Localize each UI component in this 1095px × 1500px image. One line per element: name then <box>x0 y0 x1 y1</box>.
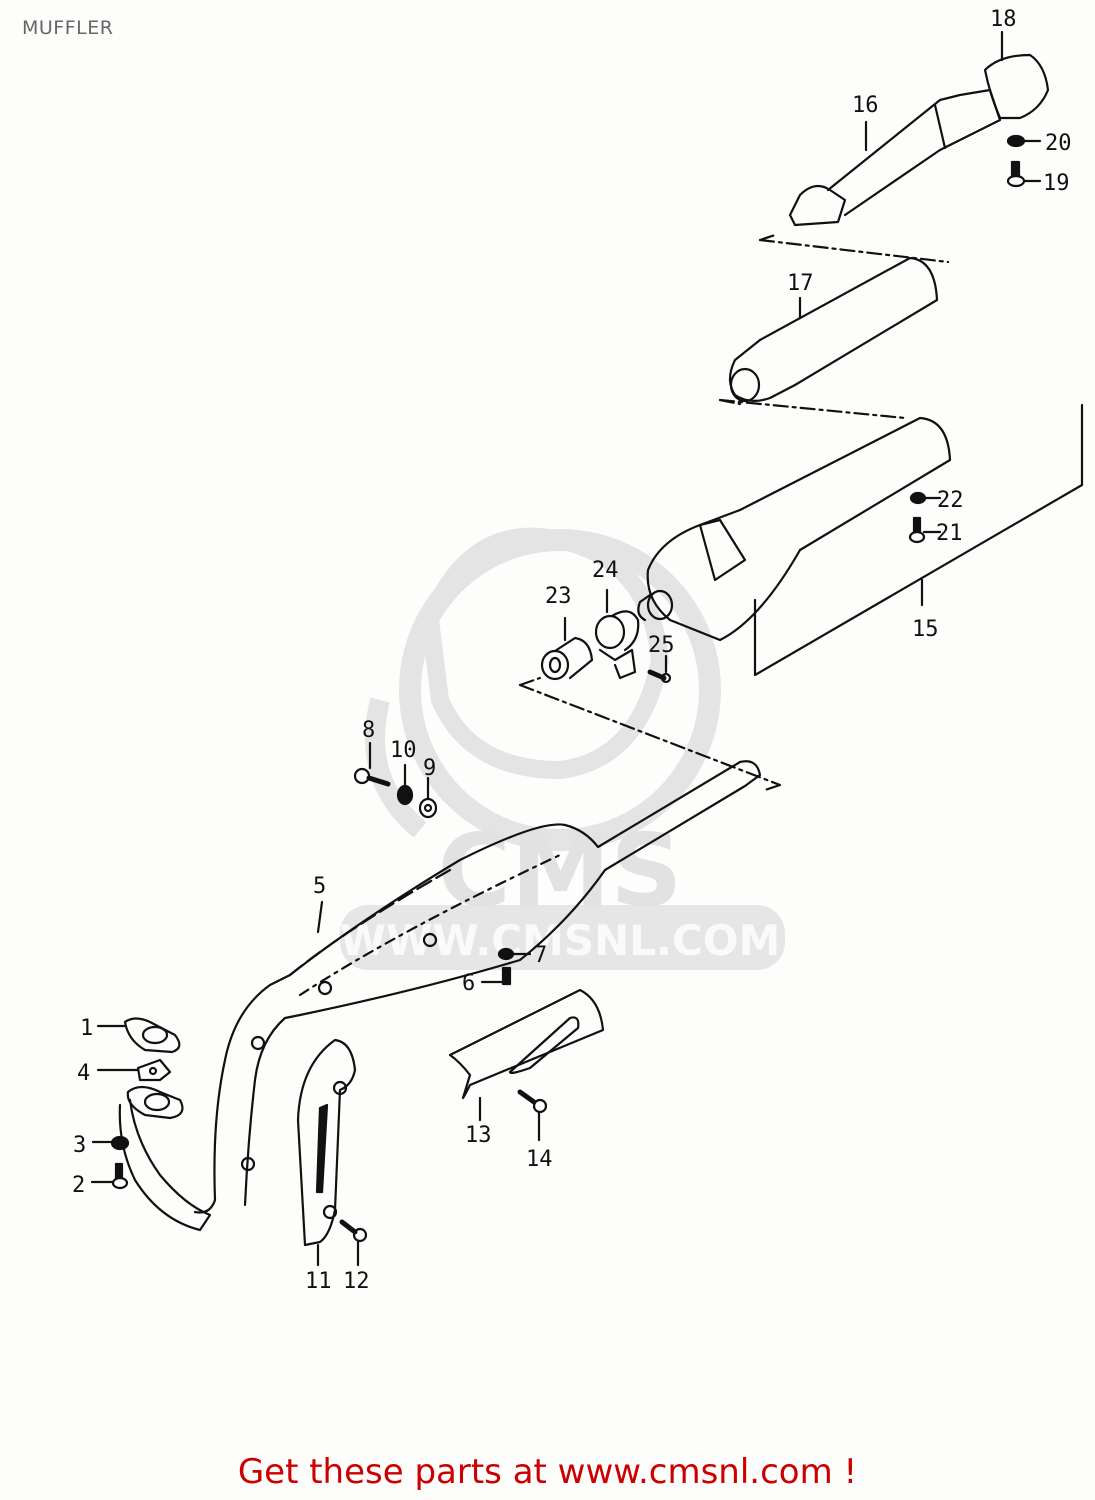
part-17-silencer[interactable] <box>728 256 939 403</box>
part-20-washer[interactable] <box>1006 134 1026 148</box>
part-6-bolt[interactable] <box>480 966 512 986</box>
part-15-bracket-line <box>753 403 1084 677</box>
page-title: MUFFLER <box>22 17 114 39</box>
callout-18[interactable]: 18 <box>990 7 1017 32</box>
callout-16[interactable]: 16 <box>852 93 879 118</box>
part-16-pipe[interactable] <box>788 88 1002 227</box>
cmsnl-link[interactable]: Get these parts at www.cmsnl.com ! <box>237 1452 858 1492</box>
part-3-nut[interactable] <box>91 1135 130 1151</box>
part-7-washer[interactable] <box>497 947 515 961</box>
part-15-muffler[interactable] <box>637 416 952 642</box>
callout-17[interactable]: 17 <box>787 271 814 296</box>
part-25-bolt[interactable] <box>647 654 672 684</box>
part-18-end-cap[interactable] <box>983 53 1050 120</box>
part-22-washer[interactable] <box>909 491 927 505</box>
watermark-url-bg <box>340 905 785 970</box>
callout-5[interactable]: 5 <box>313 874 326 899</box>
callout-8[interactable]: 8 <box>362 718 375 743</box>
callout-24[interactable]: 24 <box>592 558 619 583</box>
callout-labels: 18 16 20 19 17 22 21 15 24 23 25 8 10 9 … <box>72 7 1072 1294</box>
callout-23[interactable]: 23 <box>545 584 572 609</box>
part-19-screw[interactable] <box>1006 160 1042 188</box>
callout-13[interactable]: 13 <box>465 1123 492 1148</box>
callout-20[interactable]: 20 <box>1045 131 1072 156</box>
callout-6[interactable]: 6 <box>462 971 475 996</box>
callout-15[interactable]: 15 <box>912 617 939 642</box>
callout-7[interactable]: 7 <box>534 943 547 968</box>
part-23-joint[interactable] <box>540 616 594 681</box>
callout-19[interactable]: 19 <box>1043 171 1070 196</box>
callout-4[interactable]: 4 <box>77 1061 90 1086</box>
callout-11[interactable]: 11 <box>305 1269 332 1294</box>
callout-12[interactable]: 12 <box>343 1269 370 1294</box>
part-2-bolt[interactable] <box>90 1162 129 1190</box>
callout-2[interactable]: 2 <box>72 1173 85 1198</box>
part-21-bolt[interactable] <box>908 516 942 544</box>
part-10-spring-washer[interactable] <box>396 763 414 806</box>
callout-21[interactable]: 21 <box>936 521 963 546</box>
footer-link[interactable]: Get these parts at www.cmsnl.com ! <box>0 1452 1095 1492</box>
part-24-clamp[interactable] <box>594 588 640 680</box>
part-8-bolt[interactable] <box>353 741 391 787</box>
part-4-plate[interactable] <box>96 1058 172 1082</box>
callout-25[interactable]: 25 <box>648 633 675 658</box>
part-14-screw[interactable] <box>517 1089 548 1142</box>
part-5-exhaust-chamber[interactable] <box>118 760 762 1232</box>
part-9-washer[interactable] <box>418 776 438 819</box>
callout-10[interactable]: 10 <box>390 738 417 763</box>
part-13-heat-protector[interactable] <box>448 988 605 1122</box>
part-1-gasket[interactable] <box>96 1017 181 1054</box>
callout-14[interactable]: 14 <box>526 1147 553 1172</box>
part-12-screw[interactable] <box>339 1219 368 1267</box>
watermark-logo: CMS <box>438 812 683 929</box>
callout-22[interactable]: 22 <box>937 488 964 513</box>
callout-1[interactable]: 1 <box>80 1016 93 1041</box>
callout-3[interactable]: 3 <box>73 1133 86 1158</box>
callout-9[interactable]: 9 <box>423 756 436 781</box>
part-11-heat-protector[interactable] <box>296 1038 357 1267</box>
watermark: CMS WWW.CMSNL.COM <box>340 527 785 970</box>
